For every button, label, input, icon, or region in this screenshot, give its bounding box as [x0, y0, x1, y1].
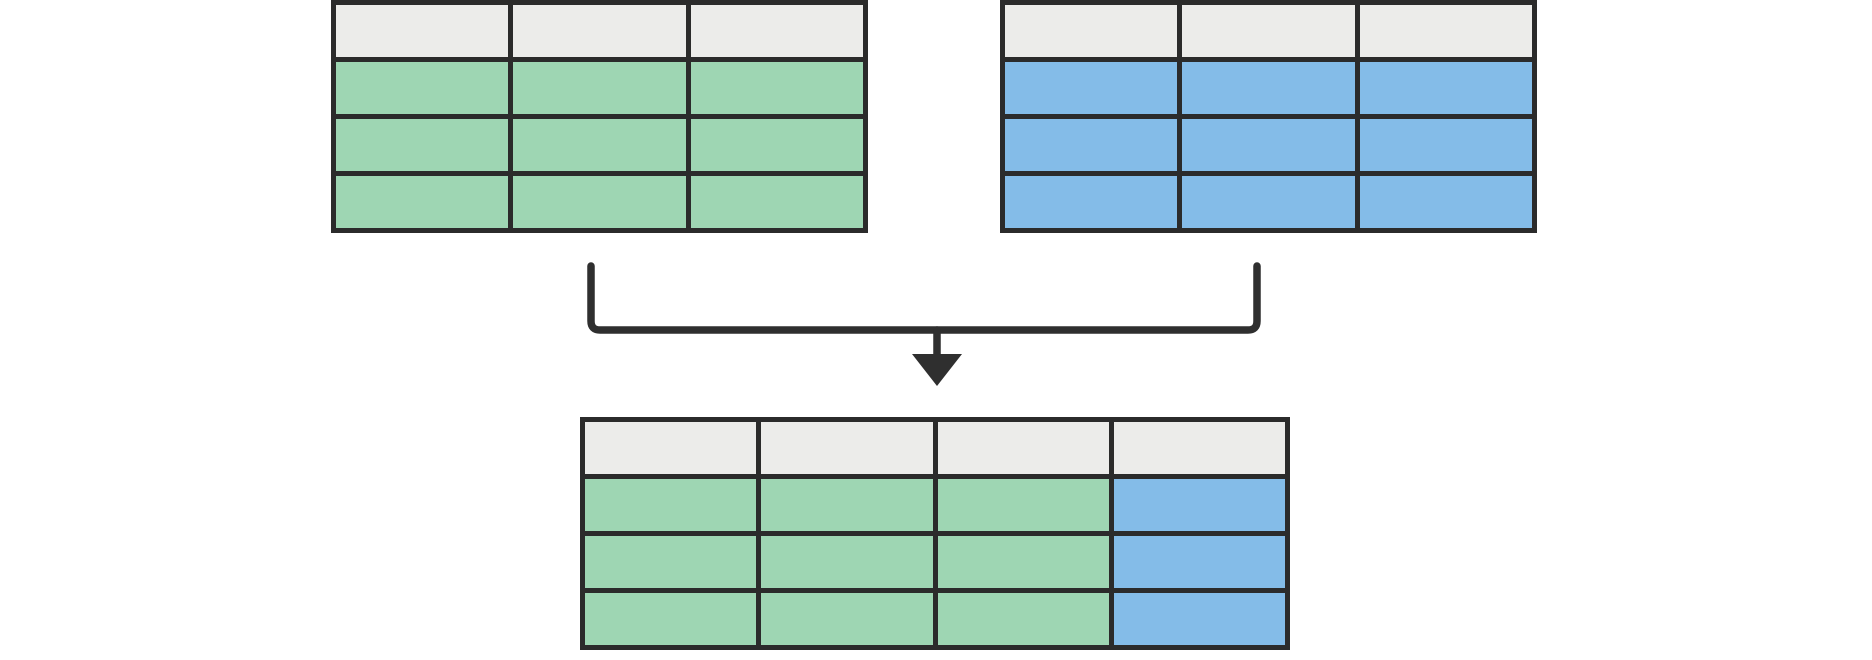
data-cell	[585, 479, 757, 531]
data-cell	[1113, 479, 1285, 531]
data-cell	[1182, 176, 1355, 228]
header-cell	[513, 5, 686, 57]
header-cell	[937, 422, 1109, 474]
data-cell	[690, 62, 863, 114]
bracket-shape	[587, 262, 1261, 334]
data-cell	[513, 176, 686, 228]
data-cell	[585, 593, 757, 645]
data-cell	[1005, 62, 1178, 114]
data-cell	[937, 536, 1109, 588]
data-cell	[1005, 119, 1178, 171]
source-table-blue	[1000, 0, 1537, 233]
data-cell	[1113, 593, 1285, 645]
header-cell	[585, 422, 757, 474]
source-table-green	[331, 0, 868, 233]
header-cell	[761, 422, 933, 474]
arrow-head-icon	[912, 354, 962, 386]
header-cell	[1182, 5, 1355, 57]
data-cell	[690, 119, 863, 171]
data-cell	[336, 62, 509, 114]
data-cell	[761, 479, 933, 531]
data-cell	[1182, 62, 1355, 114]
data-cell	[336, 176, 509, 228]
data-cell	[690, 176, 863, 228]
data-cell	[1359, 176, 1532, 228]
data-cell	[336, 119, 509, 171]
data-cell	[585, 536, 757, 588]
data-cell	[1359, 62, 1532, 114]
data-cell	[1113, 536, 1285, 588]
data-cell	[937, 593, 1109, 645]
header-cell	[336, 5, 509, 57]
merged-table	[580, 417, 1290, 650]
data-cell	[761, 536, 933, 588]
header-cell	[1113, 422, 1285, 474]
data-cell	[513, 119, 686, 171]
data-cell	[1005, 176, 1178, 228]
data-cell	[761, 593, 933, 645]
header-cell	[1359, 5, 1532, 57]
data-cell	[1359, 119, 1532, 171]
data-cell	[513, 62, 686, 114]
header-cell	[690, 5, 863, 57]
data-cell	[937, 479, 1109, 531]
data-cell	[1182, 119, 1355, 171]
header-cell	[1005, 5, 1178, 57]
